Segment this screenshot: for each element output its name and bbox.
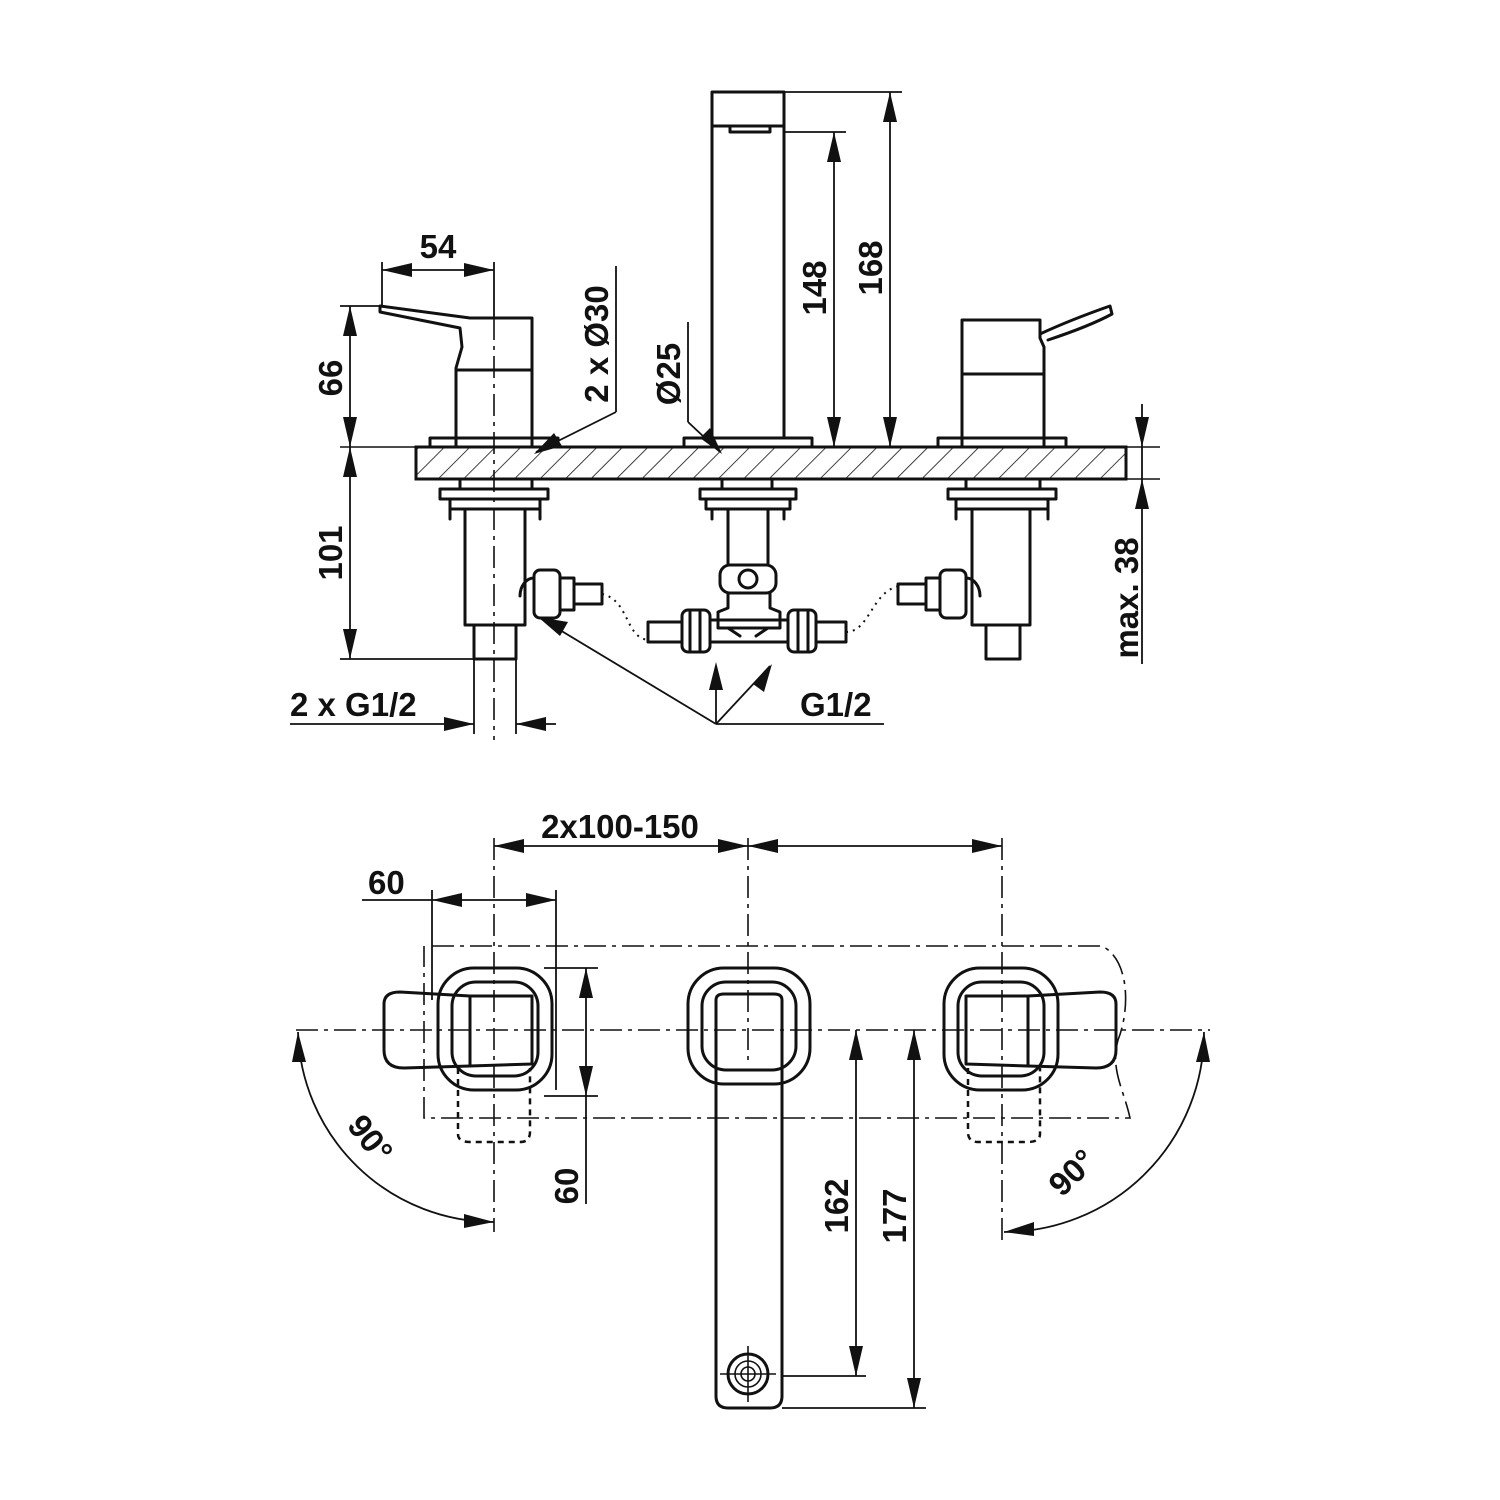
dim-label-168: 168 [852,240,889,295]
dim-body-diameter: 2 x Ø30 [534,266,617,454]
dim-max38: max. 38 [1108,404,1149,664]
dim-label-2xg12: 2 x G1/2 [290,686,417,723]
mixing-tee [646,585,901,654]
angle-left: 90° [292,1031,495,1228]
left-valve [378,304,560,661]
dim-label-177: 177 [876,1188,913,1243]
dim-label-148: 148 [796,260,833,315]
dim-label-g12: G1/2 [800,686,872,723]
right-handle-top [942,966,1118,1144]
dim-spacing: 2x100-150 [494,808,1002,853]
angle-right: 90° [1003,1031,1210,1236]
dim-177: 177 [782,1030,926,1409]
side-view: 54 66 101 2 x Ø30 [290,90,1160,740]
dim-label-spacing: 2x100-150 [541,808,699,845]
angle-label-left: 90° [340,1108,400,1170]
deck-section [414,445,1128,481]
left-handle-top [382,966,554,1144]
dim-148: 148 [784,131,846,447]
left-hose-connector [518,568,651,641]
deck-outline [423,945,1131,1119]
dim-label-101: 101 [312,525,349,580]
right-hose-connector [896,568,982,620]
angle-label-right: 90° [1041,1142,1103,1203]
dim-label-2xd30: 2 x Ø30 [578,285,615,402]
spout-top [686,966,812,1410]
dim-101: 101 [312,447,474,660]
dim-spout-diameter: Ø25 [650,322,722,454]
dim-54: 54 [381,228,495,740]
top-view: 2x100-150 60 60 162 [292,808,1210,1410]
dim-label-66: 66 [312,360,349,397]
dim-168: 168 [784,91,902,447]
dim-label-d25: Ø25 [650,343,687,405]
dim-162: 162 [782,1030,866,1377]
dim-label-54: 54 [420,228,457,265]
dim-connector-thread: G1/2 [538,617,884,725]
dim-label-162: 162 [818,1178,855,1233]
dim-label-60-width: 60 [368,864,405,901]
dim-inlet-thread: 2 x G1/2 [290,659,556,734]
dim-label-max38: max. 38 [1108,537,1145,658]
center-spout [682,90,814,638]
right-valve [936,304,1114,661]
dim-60-depth: 60 [544,967,598,1205]
dim-66: 66 [312,305,382,447]
dim-60-width: 60 [362,864,557,1090]
dim-label-60-depth: 60 [548,1168,585,1205]
